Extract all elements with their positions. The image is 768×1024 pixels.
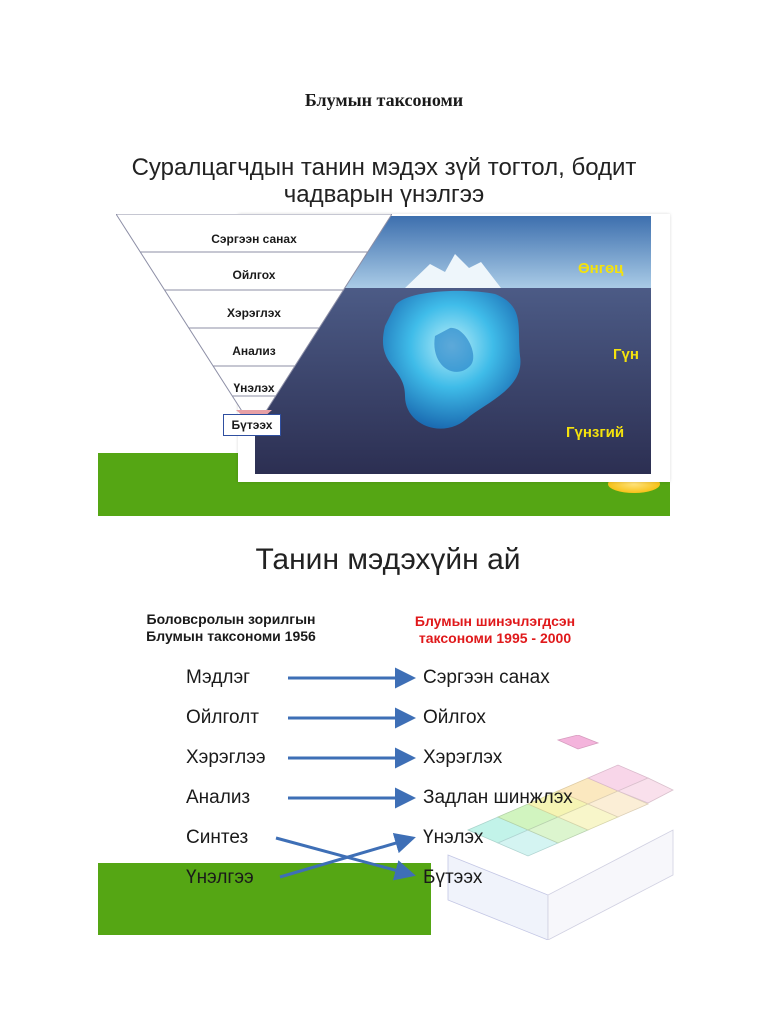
revised-term-apply: Хэрэглэх [423,747,503,768]
document-title: Блумын таксономи [304,90,464,110]
funnel-level-analyze: Анализ [232,344,276,358]
original-term-synthesis: Синтез [186,827,249,848]
revised-term-understand: Ойлгох [423,707,486,728]
revised-taxonomy-header-line2: таксономи 1995 - 2000 [418,630,572,646]
funnel-level-apply: Хэрэглэх [227,306,281,320]
depth-deep-label: Гүн [613,346,639,363]
taxonomy-funnel [116,214,392,431]
iceberg-image [255,216,651,474]
slide2-heading: Танин мэдэхүйн ай [255,543,521,576]
original-taxonomy-header-line1: Боловсролын зорилгын [146,611,316,627]
revised-taxonomy-header: Блумын шинэчлэгдсэн таксономи 1995 - 200… [390,613,600,647]
original-term-evaluation: Үнэлгээ [186,867,254,888]
revised-term-evaluate: Үнэлэх [423,827,484,848]
revised-taxonomy-header-line1: Блумын шинэчлэгдсэн [414,613,576,629]
revised-term-remember: Сэргээн санах [423,667,550,688]
funnel-level-create: Бүтээх [223,414,281,436]
funnel-level-evaluate: Үнэлэх [233,381,275,395]
original-taxonomy-header-line2: Блумын таксономи 1956 [146,628,316,644]
original-term-comprehension: Ойлголт [186,707,259,728]
depth-surface-label: Өнгөц [578,260,624,277]
revised-term-analyze: Задлан шинжлэх [423,787,573,808]
original-term-application: Хэрэглээ [186,747,266,768]
slide1-heading-line2: чадварын үнэлгээ [283,181,485,208]
funnel-level-remember: Сэргээн санах [211,232,297,246]
revised-term-create: Бүтээх [423,867,483,888]
cognitive-domain-slide: Танин мэдэхүйн ай Боловсролын зорилгын Б… [98,535,678,940]
depth-deepest-label: Гүнзгий [566,424,625,441]
slide1-heading-line1: Суралцагчдын танин мэдэх зүй тогтол, бод… [131,154,637,181]
slide1-heading: Суралцагчдын танин мэдэх зүй тогтол, бод… [110,154,658,208]
funnel-level-understand: Ойлгох [232,268,276,282]
original-term-knowledge: Мэдлэг [186,667,251,688]
original-taxonomy-header: Боловсролын зорилгын Блумын таксономи 19… [126,611,336,645]
taxonomy-iceberg-slide: Суралцагчдын танин мэдэх зүй тогтол, бод… [98,150,670,516]
green-footer-bar-2 [98,863,431,935]
knowledge-dimension-matrix [447,735,674,940]
original-term-analysis: Анализ [186,787,251,808]
